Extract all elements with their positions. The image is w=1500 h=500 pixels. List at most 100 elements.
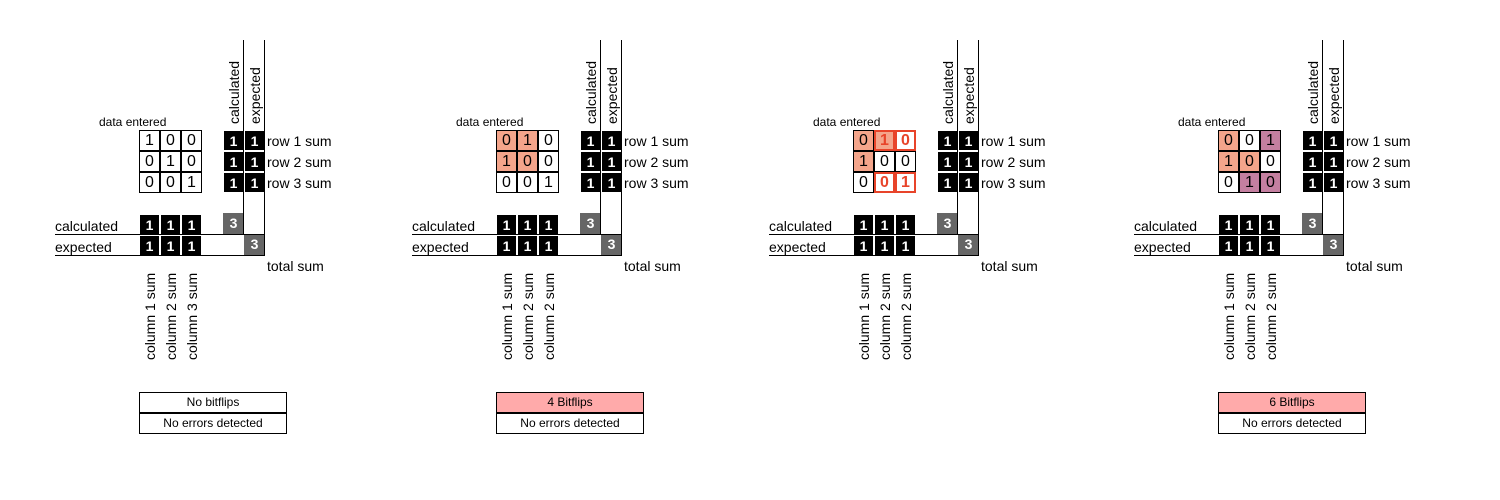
grid-cell: 0 <box>895 130 916 151</box>
column-sum-expected: 1 <box>538 235 559 256</box>
column-sum-expected: 1 <box>139 235 160 256</box>
column-sum-calculated: 1 <box>1239 214 1260 235</box>
total-sum-expected: 3 <box>958 234 979 255</box>
total-sum-expected: 3 <box>1323 234 1344 255</box>
grid-cell: 0 <box>139 172 160 193</box>
calculated-axis <box>243 40 244 235</box>
calculated-separator <box>1134 234 1344 235</box>
row-sum-label: row 3 sum <box>624 175 689 191</box>
expected-separator <box>769 255 979 256</box>
expected-axis <box>621 40 622 256</box>
grid-cell: 0 <box>517 151 538 172</box>
total-sum-calculated: 3 <box>937 213 958 234</box>
calculated-column-label: calculated <box>1305 60 1321 124</box>
row-sum-expected: 1 <box>601 172 622 193</box>
data-entered-label: data entered <box>456 115 524 129</box>
expected-row-label: expected <box>769 239 826 255</box>
expected-separator <box>1134 255 1344 256</box>
row-sum-expected: 1 <box>601 130 622 151</box>
column-sum-label: column 2 sum <box>898 272 914 360</box>
column-sum-expected: 1 <box>1239 235 1260 256</box>
grid-cell: 0 <box>160 172 181 193</box>
grid-cell: 1 <box>538 172 559 193</box>
column-sum-calculated: 1 <box>517 214 538 235</box>
grid-cell: 0 <box>160 130 181 151</box>
column-sum-label: column 3 sum <box>184 272 200 360</box>
column-sum-label: column 2 sum <box>541 272 557 360</box>
total-sum-label: total sum <box>267 258 324 274</box>
grid-cell: 1 <box>160 151 181 172</box>
expected-column-label: expected <box>961 67 977 124</box>
calculated-separator <box>412 234 622 235</box>
calculated-row-label: calculated <box>1134 218 1198 234</box>
column-sum-calculated: 1 <box>496 214 517 235</box>
result-box: No errors detected <box>1218 413 1366 434</box>
expected-row-label: expected <box>1134 239 1191 255</box>
expected-axis <box>1343 40 1344 256</box>
grid-cell: 0 <box>517 172 538 193</box>
expected-row-label: expected <box>412 239 469 255</box>
column-sum-expected: 1 <box>496 235 517 256</box>
column-sum-label: column 1 sum <box>1221 272 1237 360</box>
calculated-separator <box>55 234 265 235</box>
grid-cell: 1 <box>895 172 916 193</box>
data-entered-label: data entered <box>1178 115 1246 129</box>
row-sum-calculated: 1 <box>223 130 244 151</box>
row-sum-label: row 1 sum <box>267 133 332 149</box>
grid-cell: 0 <box>853 130 874 151</box>
grid-cell: 0 <box>874 172 895 193</box>
calculated-column-label: calculated <box>940 60 956 124</box>
row-sum-label: row 1 sum <box>1346 133 1411 149</box>
column-sum-label: column 2 sum <box>877 272 893 360</box>
grid-cell: 1 <box>1260 130 1281 151</box>
calculated-row-label: calculated <box>55 218 119 234</box>
row-sum-expected: 1 <box>958 172 979 193</box>
grid-cell: 0 <box>181 151 202 172</box>
total-sum-calculated: 3 <box>223 213 244 234</box>
row-sum-calculated: 1 <box>937 172 958 193</box>
column-sum-label: column 2 sum <box>1263 272 1279 360</box>
status-box: 4 Bitflips <box>496 392 644 413</box>
calculated-separator <box>769 234 979 235</box>
total-sum-expected: 3 <box>601 234 622 255</box>
grid-cell: 1 <box>1218 151 1239 172</box>
grid-cell: 1 <box>517 130 538 151</box>
total-sum-label: total sum <box>624 258 681 274</box>
column-sum-expected: 1 <box>181 235 202 256</box>
grid-cell: 1 <box>496 151 517 172</box>
status-box: No bitflips <box>139 392 287 413</box>
expected-axis <box>978 40 979 256</box>
row-sum-calculated: 1 <box>223 151 244 172</box>
grid-cell: 1 <box>139 130 160 151</box>
grid-cell: 0 <box>895 151 916 172</box>
grid-cell: 0 <box>139 151 160 172</box>
calculated-row-label: calculated <box>769 218 833 234</box>
column-sum-label: column 2 sum <box>163 272 179 360</box>
grid-cell: 0 <box>496 172 517 193</box>
row-sum-expected: 1 <box>601 151 622 172</box>
row-sum-calculated: 1 <box>223 172 244 193</box>
row-sum-calculated: 1 <box>580 151 601 172</box>
grid-cell: 0 <box>1260 151 1281 172</box>
row-sum-expected: 1 <box>958 130 979 151</box>
row-sum-expected: 1 <box>1323 151 1344 172</box>
expected-column-label: expected <box>604 67 620 124</box>
column-sum-expected: 1 <box>160 235 181 256</box>
status-box: 6 Bitflips <box>1218 392 1366 413</box>
grid-cell: 1 <box>853 151 874 172</box>
result-box: No errors detected <box>139 413 287 434</box>
column-sum-calculated: 1 <box>139 214 160 235</box>
calculated-axis <box>600 40 601 235</box>
row-sum-calculated: 1 <box>937 151 958 172</box>
row-sum-calculated: 1 <box>580 172 601 193</box>
grid-cell: 0 <box>496 130 517 151</box>
calculated-axis <box>1322 40 1323 235</box>
row-sum-calculated: 1 <box>1302 130 1323 151</box>
total-sum-label: total sum <box>981 258 1038 274</box>
column-sum-calculated: 1 <box>1260 214 1281 235</box>
calculated-column-label: calculated <box>583 60 599 124</box>
total-sum-label: total sum <box>1346 258 1403 274</box>
data-entered-label: data entered <box>99 115 167 129</box>
column-sum-expected: 1 <box>874 235 895 256</box>
column-sum-calculated: 1 <box>874 214 895 235</box>
